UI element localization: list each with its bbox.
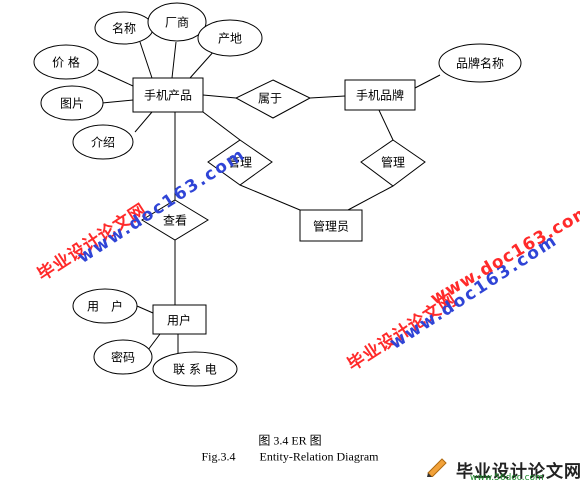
line-price: [97, 69, 134, 87]
entity-admin-box: [299, 209, 363, 242]
attr-image-label: 图片: [59, 96, 85, 111]
attr-password-label: 密码: [110, 350, 136, 365]
line-user-password: [147, 333, 161, 351]
entity-phone-product-label: 手机产品: [143, 88, 193, 103]
rel-view-label: 查看: [162, 213, 188, 228]
attr-price-ellipse: [33, 44, 99, 80]
attr-intro-label: 介绍: [90, 135, 116, 150]
rel-manage-brand-diamond: [360, 139, 426, 187]
attr-origin-ellipse: [197, 19, 263, 57]
entity-phone-brand-box: [344, 79, 416, 111]
line-origin: [189, 49, 216, 79]
line-product-manage: [202, 111, 241, 141]
line-product-belongs: [202, 94, 237, 99]
pencil-logo-icon: [427, 458, 447, 477]
attr-username-ellipse: [72, 288, 138, 324]
attr-intro-ellipse: [72, 124, 134, 160]
attr-brandname-label: 品牌名称: [455, 56, 505, 71]
line-name: [139, 41, 153, 79]
attr-manufacturer-label: 厂商: [164, 15, 190, 30]
rel-belongs-diamond: [234, 79, 312, 119]
site-logo: 毕业设计论文网: [420, 453, 580, 483]
line-brand-manage: [377, 107, 394, 141]
entity-phone-product-box: [132, 77, 204, 113]
figure-caption-cn: 图 3.4 ER 图: [258, 433, 322, 448]
figure-caption-en: Fig.3.4 Entity-Relation Diagram: [201, 449, 379, 464]
rel-view-diamond: [141, 199, 209, 241]
attr-origin-label: 产地: [217, 31, 243, 46]
entity-admin-label: 管理员: [312, 219, 350, 234]
rel-manage-brand-label: 管理: [380, 155, 406, 170]
entity-user-box: [152, 304, 207, 335]
line-manage-admin: [239, 184, 301, 211]
line-user-username: [136, 305, 154, 314]
attr-brandname-ellipse: [438, 43, 522, 83]
attr-username-label: 用 户: [86, 299, 124, 314]
attr-image-ellipse: [40, 85, 104, 121]
attr-contact-label: 联 系 电: [173, 362, 217, 377]
entity-user-label: 用户: [166, 313, 192, 328]
line-manufacturer: [171, 41, 177, 79]
rel-manage-product-diamond: [207, 139, 273, 186]
attr-contact-ellipse: [152, 351, 238, 387]
rel-belongs-label: 属于: [257, 91, 283, 106]
attr-price-label: 价 格: [52, 55, 80, 70]
line-belongs-brand: [309, 95, 346, 99]
line-manage2-admin: [347, 185, 394, 211]
line-brand-brandname: [414, 74, 441, 89]
logo-url: www.56doc.com: [470, 473, 544, 483]
line-intro: [134, 111, 153, 133]
logo-text: 毕业设计论文网: [456, 462, 580, 482]
attr-password-ellipse: [93, 339, 153, 375]
rel-manage-product-label: 管理: [227, 155, 253, 170]
entity-phone-brand-label: 手机品牌: [355, 88, 405, 103]
attr-name-label: 名称: [111, 21, 137, 36]
attr-manufacturer-ellipse: [147, 2, 207, 42]
line-image: [101, 99, 134, 104]
